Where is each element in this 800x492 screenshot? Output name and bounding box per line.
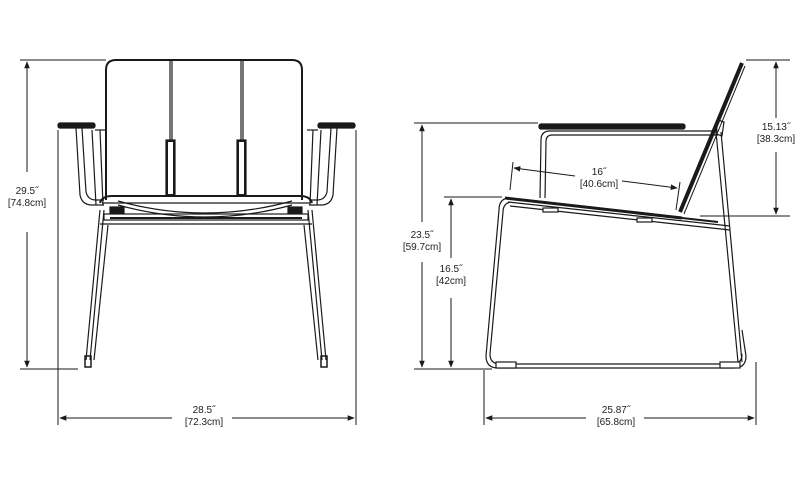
seat-height-dimension [444, 196, 502, 368]
arm-height-label: 23.5˝ [59.7cm] [398, 230, 446, 254]
back-height-dimension [700, 59, 790, 217]
arm-height-metric: [59.7cm] [402, 242, 442, 253]
front-width-dimension [57, 130, 357, 425]
seat-height-label: 16.5˝ [42cm] [430, 264, 472, 288]
back-height-metric: [38.3cm] [756, 134, 796, 145]
depth-metric: [65.8cm] [596, 417, 636, 428]
seat-depth-metric: [40.6cm] [579, 179, 619, 190]
front-width-metric: [72.3cm] [184, 417, 224, 428]
seat-height-metric: [42cm] [435, 276, 466, 287]
seat-height-imperial: 16.5˝ [439, 264, 463, 275]
depth-imperial: 25.87˝ [601, 405, 631, 416]
seat-depth-label: 16˝ [40.6cm] [575, 167, 623, 191]
depth-dimension [483, 362, 757, 425]
depth-label: 25.87˝ [65.8cm] [588, 405, 644, 429]
seat-depth-dimension [509, 161, 681, 211]
front-height-label: 29.5˝ [74.8cm] [4, 186, 50, 210]
seat-depth-imperial: 16˝ [591, 167, 607, 178]
arm-height-dimension [414, 122, 538, 370]
front-view-chair [57, 59, 356, 368]
arm-height-imperial: 23.5˝ [410, 230, 434, 241]
front-height-metric: [74.8cm] [7, 198, 47, 209]
front-height-dimension [20, 59, 106, 370]
front-width-imperial: 28.5˝ [192, 405, 216, 416]
side-view-chair [485, 62, 747, 369]
front-width-label: 28.5˝ [72.3cm] [176, 405, 232, 429]
back-height-imperial: 15.13˝ [761, 122, 791, 133]
back-height-label: 15.13˝ [38.3cm] [752, 122, 800, 146]
front-height-imperial: 29.5˝ [15, 186, 39, 197]
